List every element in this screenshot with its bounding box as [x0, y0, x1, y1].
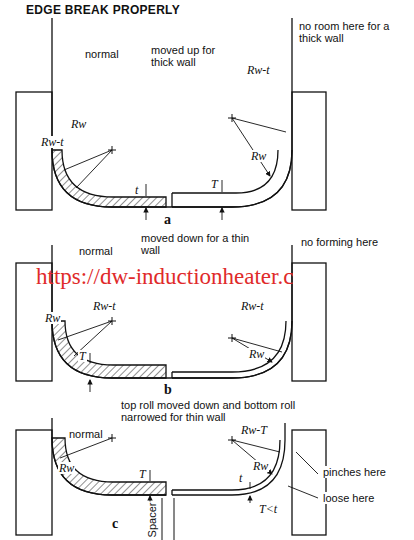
dimension: T — [210, 178, 219, 190]
panel-letter: c — [112, 518, 118, 530]
note: moved down for a thin wall — [140, 232, 272, 256]
dimension: T<t — [258, 503, 278, 515]
radius-label: Rw — [252, 460, 269, 472]
note: top roll moved down and bottom roll narr… — [120, 399, 322, 423]
dimension: t — [134, 184, 139, 196]
note: moved up for thick wall — [150, 44, 232, 68]
panel-letter: b — [164, 384, 172, 396]
callout-note: loose here — [322, 492, 375, 504]
panel-letter: a — [164, 214, 171, 226]
radius-label: Rw-t — [246, 64, 271, 76]
dimension: t — [238, 472, 243, 484]
spacer-label: Spacer — [146, 502, 158, 539]
radius-label: Rw-t — [40, 136, 65, 148]
callout-note: pinches here — [322, 466, 387, 478]
note: normal — [68, 428, 104, 440]
radius-label: Rw — [44, 312, 61, 324]
watermark: https://dw-inductionheater.c — [36, 264, 293, 290]
note: no room here for a thick wall — [298, 20, 408, 44]
dimension: T — [78, 350, 87, 362]
note: normal — [84, 48, 120, 60]
title: EDGE BREAK PROPERLY — [26, 3, 180, 17]
radius-label: Rw-t — [240, 300, 265, 312]
radius-label: Rw — [250, 150, 267, 162]
dimension: T — [138, 468, 147, 480]
note: no forming here — [300, 236, 402, 248]
radius-label: Rw — [70, 118, 87, 130]
radius-label: Rw — [58, 462, 75, 474]
note: normal — [78, 245, 114, 257]
radius-label: Rw-T — [240, 424, 268, 436]
radius-label: Rw-t — [92, 300, 117, 312]
radius-label: Rw — [248, 348, 265, 360]
